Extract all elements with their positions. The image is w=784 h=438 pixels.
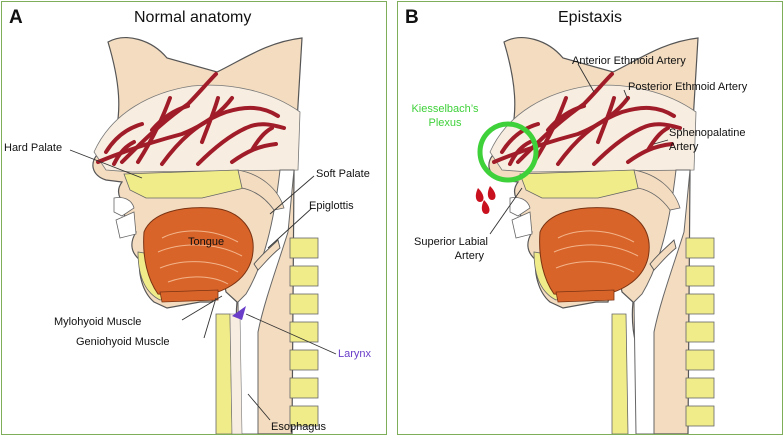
panel-letter: B [405, 7, 419, 28]
esophagus-leader [247, 393, 271, 421]
label-anterior-ethmoid-artery: Anterior Ethmoid Artery [572, 55, 686, 67]
posterior-ethmoid-leader [623, 89, 629, 101]
label-superior-labial-line2: Artery [454, 250, 484, 262]
hard-palate-leader [69, 149, 143, 179]
panel-letter: A [9, 7, 23, 28]
label-esophagus: Esophagus [271, 421, 327, 433]
superior-labial-leader [489, 187, 523, 235]
panel-title: Epistaxis [558, 9, 623, 26]
kiesselbach-highlight-circle [477, 121, 539, 183]
epiglottis-leader [267, 207, 313, 249]
label-sphenopalatine-line1: Sphenopalatine [669, 127, 746, 139]
panel-epistaxis: B Epistaxis Anterior Ethmoid Artery Post… [397, 1, 783, 435]
anterior-ethmoid-leader [577, 63, 595, 93]
normal-anatomy-illustration [69, 35, 337, 434]
blood-drops [475, 186, 496, 214]
sphenopalatine-leader [653, 139, 669, 145]
label-hard-palate: Hard Palate [4, 142, 63, 154]
label-posterior-ethmoid-artery: Posterior Ethmoid Artery [628, 81, 748, 93]
label-geniohyoid: Geniohyoid Muscle [76, 336, 170, 348]
label-larynx: Larynx [338, 348, 372, 360]
label-tongue: Tongue [188, 236, 225, 248]
label-epiglottis: Epiglottis [309, 200, 354, 212]
geniohyoid-leader [203, 297, 217, 339]
label-kiesselbach-line2: Plexus [428, 117, 462, 129]
panel-title: Normal anatomy [134, 9, 252, 26]
head-cross-section [486, 35, 716, 434]
label-soft-palate: Soft Palate [316, 168, 370, 180]
label-sphenopalatine-line2: Artery [669, 141, 699, 153]
larynx-leader [245, 313, 337, 355]
label-mylohyoid: Mylohyoid Muscle [54, 316, 142, 328]
label-kiesselbach-line1: Kiesselbach’s [411, 103, 479, 115]
larynx-marker [232, 306, 246, 320]
soft-palate-leader [269, 175, 315, 215]
label-superior-labial-line1: Superior Labial [414, 236, 488, 248]
panel-normal-anatomy: A Normal anatomy Hard Palate Soft Palate… [1, 1, 387, 435]
epistaxis-illustration [475, 35, 716, 434]
